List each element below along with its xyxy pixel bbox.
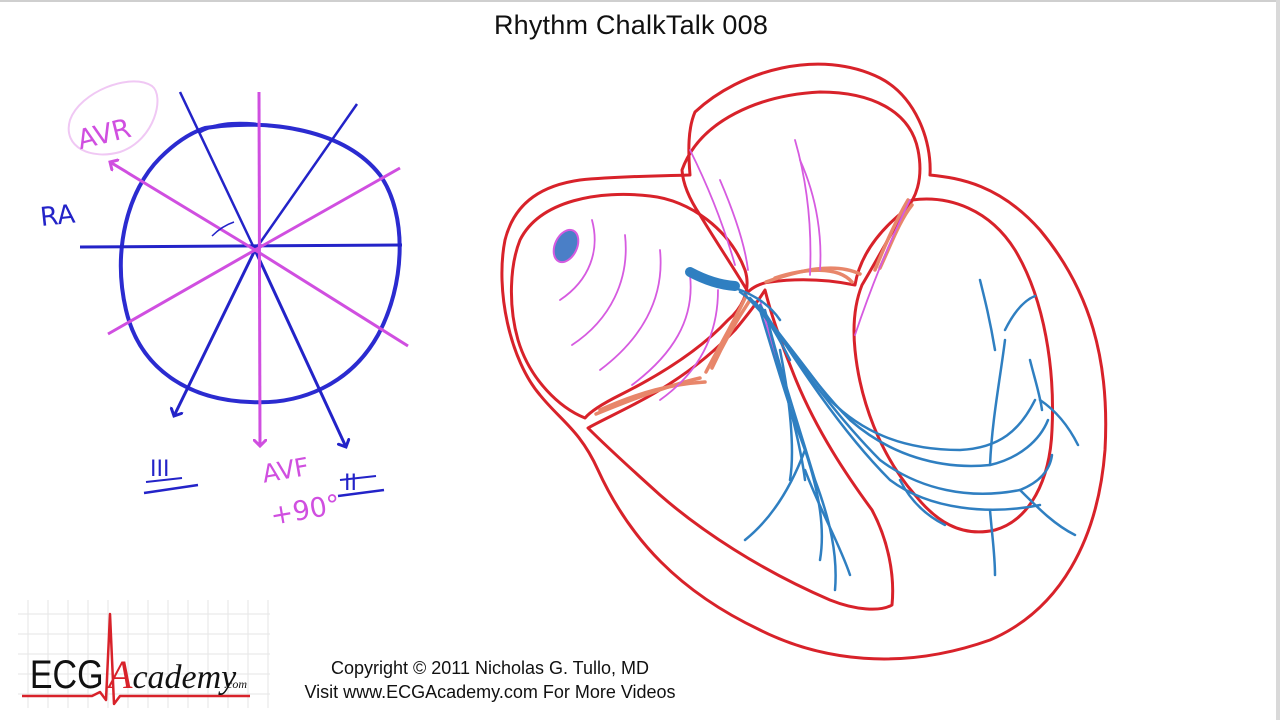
lead-avl-line <box>253 103 359 251</box>
lead-ii-line <box>253 249 346 447</box>
label-ra: RA <box>39 200 77 233</box>
slide-title: Rhythm ChalkTalk 008 <box>493 10 769 40</box>
website-line[interactable]: Visit www.ECGAcademy.com For More Videos <box>304 682 676 702</box>
ecg-academy-logo: ECG Academy .com <box>18 600 270 708</box>
sa-node <box>552 228 580 264</box>
lead-iii-line <box>174 249 257 416</box>
avr-highlight-bubble <box>67 80 159 156</box>
lead-i-line <box>79 243 403 249</box>
logo-dotcom-text: .com <box>224 677 247 691</box>
logo-ecg-trace <box>22 612 250 706</box>
lead-magenta-2 <box>107 248 256 336</box>
copyright-block: Copyright © 2011 Nicholas G. Tullo, MD V… <box>285 656 695 704</box>
lead-avr-blue-line <box>178 91 257 251</box>
label-lead-ii: II <box>344 471 357 496</box>
label-avf: AVF <box>260 452 311 489</box>
right-ventricle-outline <box>586 288 895 611</box>
frame-top-edge <box>0 0 1280 2</box>
right-atrium-outline <box>509 192 749 420</box>
lead-avf-line <box>259 91 260 446</box>
lead-avr-arrow <box>110 162 256 252</box>
left-ventricle-outline <box>852 197 1054 534</box>
logo-grid <box>18 600 270 708</box>
hexaxial-diagram: AVR RA III AVF +90° II <box>39 80 409 532</box>
lead-magenta-1 <box>254 248 409 348</box>
logo-academy-rest: cademy <box>132 659 237 696</box>
frame-right-edge <box>1276 0 1280 720</box>
copyright-line: Copyright © 2011 Nicholas G. Tullo, MD <box>330 658 650 678</box>
axis-circle <box>118 122 402 405</box>
label-plus-90: +90° <box>268 489 343 532</box>
logo-academy-text: Academy <box>105 652 237 697</box>
heart-diagram <box>500 62 1108 661</box>
label-lead-iii: III <box>150 457 169 482</box>
left-atrium-outline <box>680 90 922 294</box>
lead-magenta-3 <box>254 166 401 252</box>
logo-ecg-text: ECG <box>30 651 104 696</box>
conduction-system <box>685 267 1080 592</box>
heart-outer-outline <box>500 62 1108 661</box>
